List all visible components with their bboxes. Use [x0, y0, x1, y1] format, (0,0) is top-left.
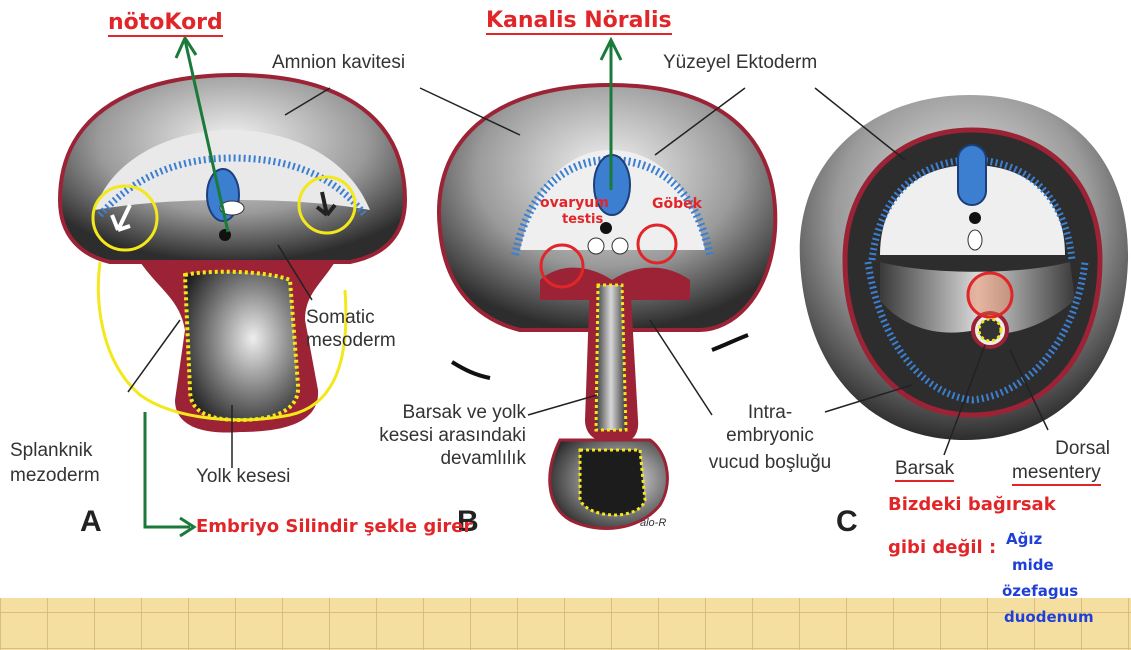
annotation-bizdeki-bagirsak: Bizdeki bağırsak: [888, 494, 1056, 515]
annotation-embriyo-silindir: Embriyo Silindir şekle girer: [196, 516, 472, 537]
panel-label-a: A: [80, 505, 102, 539]
organ-ozefagus: özefagus: [1002, 582, 1078, 600]
label-somatic: Somatic: [306, 307, 375, 329]
label-mezoderm: mezoderm: [10, 465, 100, 487]
annotation-testis: testis: [562, 212, 603, 227]
organ-duodenum: duodenum: [1004, 608, 1094, 626]
annotation-ovaryum: ovaryum: [540, 195, 609, 211]
label-mesoderm: mesoderm: [306, 330, 396, 352]
label-intra-1: Intra-: [690, 402, 850, 424]
label-amnion-kavitesi: Amnion kavitesi: [272, 52, 405, 74]
label-barsak-yolk-1: Barsak ve yolk: [330, 402, 526, 424]
label-yolk-kesesi: Yolk kesesi: [196, 466, 290, 488]
label-intra-3: vucud boşluğu: [690, 452, 850, 474]
panel-a-embryo: [60, 75, 405, 433]
annotation-kanalis-noralis: Kanalis Nöralis: [486, 8, 672, 35]
organ-mide: mide: [1012, 556, 1054, 574]
annotation-gibi-degil: gibi değil :: [888, 537, 996, 558]
panel-c-embryo: [800, 95, 1128, 440]
annotation-notokord: nötoKord: [108, 10, 223, 37]
signature: alo-R: [640, 512, 666, 534]
label-barsak: Barsak: [895, 458, 954, 482]
label-dorsal: Dorsal: [1000, 438, 1110, 460]
label-mesentery: mesentery: [1012, 462, 1101, 486]
annotation-gobek: Göbek: [652, 196, 702, 212]
label-barsak-yolk-3: devamlılık: [330, 448, 526, 470]
label-splanknik: Splanknik: [10, 440, 92, 462]
label-barsak-yolk-2: kesesi arasındaki: [310, 425, 526, 447]
panel-label-c: C: [836, 505, 858, 539]
label-intra-2: embryonic: [690, 425, 850, 447]
label-yuzeyel-ektoderm: Yüzeyel Ektoderm: [663, 52, 817, 74]
organ-agiz: Ağız: [1006, 530, 1042, 548]
